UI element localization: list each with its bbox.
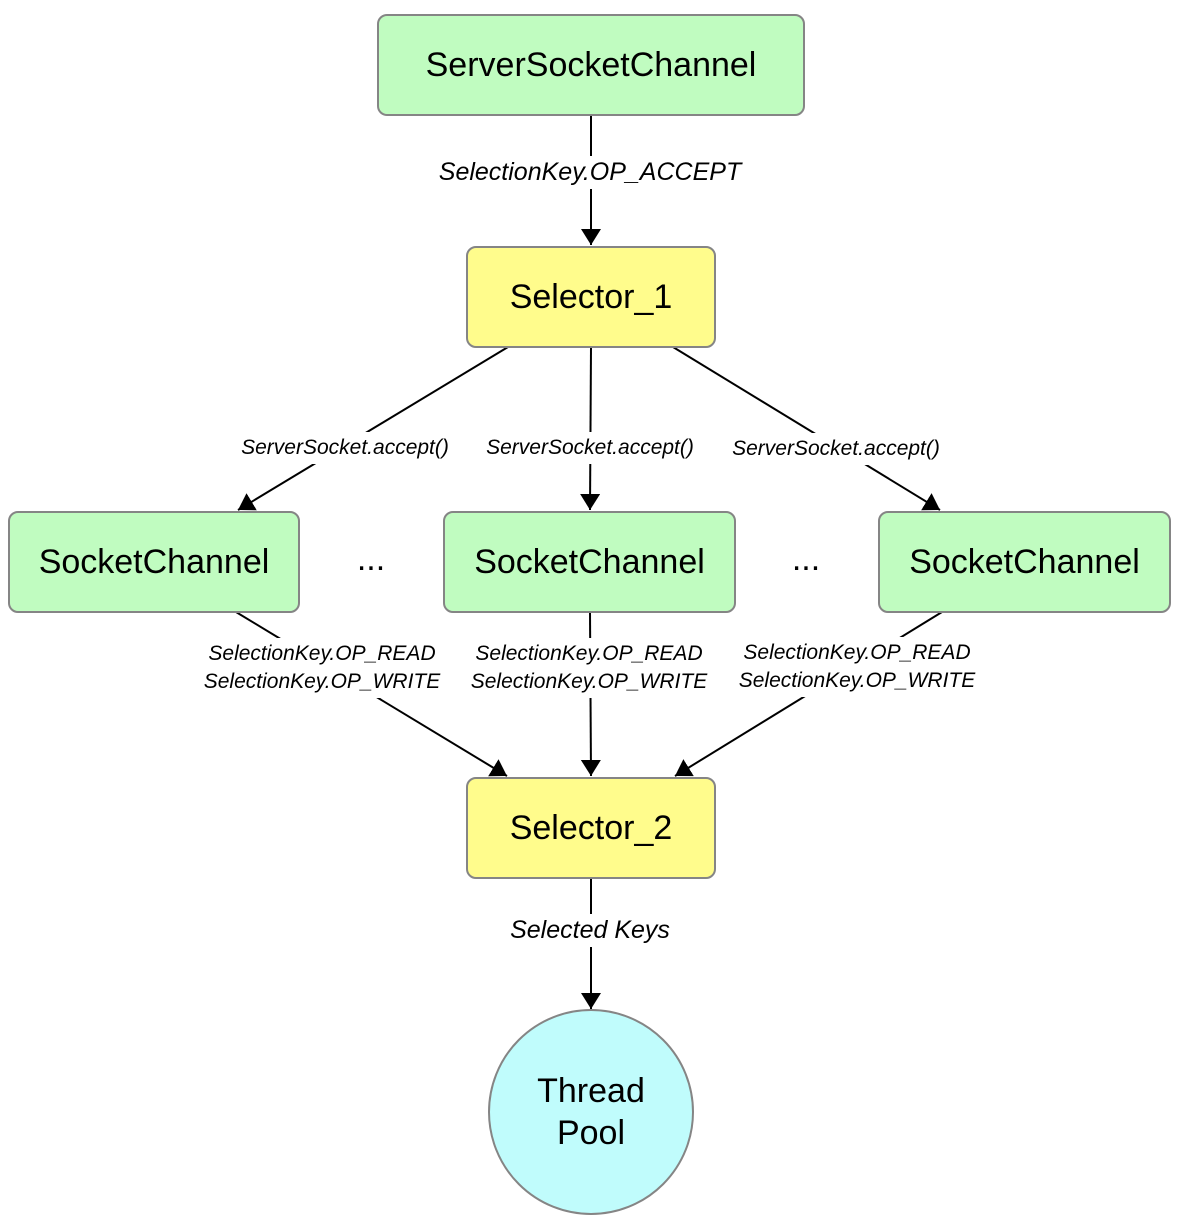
thread-pool-label-line1: Thread: [537, 1072, 645, 1110]
ellipsis-left: ...: [356, 540, 386, 578]
selector-1-node[interactable]: Selector_1: [466, 246, 716, 348]
server-socket-channel-node[interactable]: ServerSocketChannel: [377, 14, 805, 116]
socket-channel-left-label: SocketChannel: [38, 542, 270, 581]
edge-label-accept-right: ServerSocket.accept(): [728, 433, 944, 465]
socket-channel-middle-node[interactable]: SocketChannel: [443, 511, 736, 613]
edge-label-rw-left: SelectionKey.OP_READ SelectionKey.OP_WRI…: [199, 638, 445, 698]
edge-label-accept-key: SelectionKey.OP_ACCEPT: [432, 156, 748, 189]
edge-label-rw-right: SelectionKey.OP_READ SelectionKey.OP_WRI…: [734, 637, 980, 697]
edge-label-rw-middle-write: SelectionKey.OP_WRITE: [470, 670, 708, 693]
socket-channel-middle-label: SocketChannel: [474, 542, 705, 581]
ellipsis-right: ...: [791, 540, 821, 578]
edge-label-rw-middle-read: SelectionKey.OP_READ: [475, 642, 703, 665]
edge-accept-left: [237, 346, 509, 511]
socket-channel-right-label: SocketChannel: [909, 542, 1140, 581]
server-socket-channel-label: ServerSocketChannel: [425, 45, 757, 84]
socket-channel-left-node[interactable]: SocketChannel: [8, 511, 300, 613]
edge-accept-middle: [580, 346, 601, 511]
edge-accept-right: [672, 346, 941, 511]
edge-label-rw-left-write: SelectionKey.OP_WRITE: [203, 670, 441, 693]
selector-2-label: Selector_2: [509, 808, 673, 847]
edge-label-rw-middle: SelectionKey.OP_READ SelectionKey.OP_WRI…: [466, 638, 712, 698]
edge-label-accept-left: ServerSocket.accept(): [237, 432, 453, 464]
edge-label-rw-right-write: SelectionKey.OP_WRITE: [738, 669, 976, 692]
selector-2-node[interactable]: Selector_2: [466, 777, 716, 879]
socket-channel-right-node[interactable]: SocketChannel: [878, 511, 1171, 613]
edge-label-accept-middle: ServerSocket.accept(): [482, 432, 698, 464]
edge-label-rw-right-read: SelectionKey.OP_READ: [743, 641, 971, 664]
selector-1-label: Selector_1: [509, 277, 673, 316]
thread-pool-label-line2: Pool: [556, 1114, 626, 1152]
edge-label-selected-keys: Selected Keys: [504, 914, 676, 947]
edge-label-rw-left-read: SelectionKey.OP_READ: [208, 642, 436, 665]
thread-pool-node[interactable]: Thread Pool: [488, 1009, 694, 1215]
